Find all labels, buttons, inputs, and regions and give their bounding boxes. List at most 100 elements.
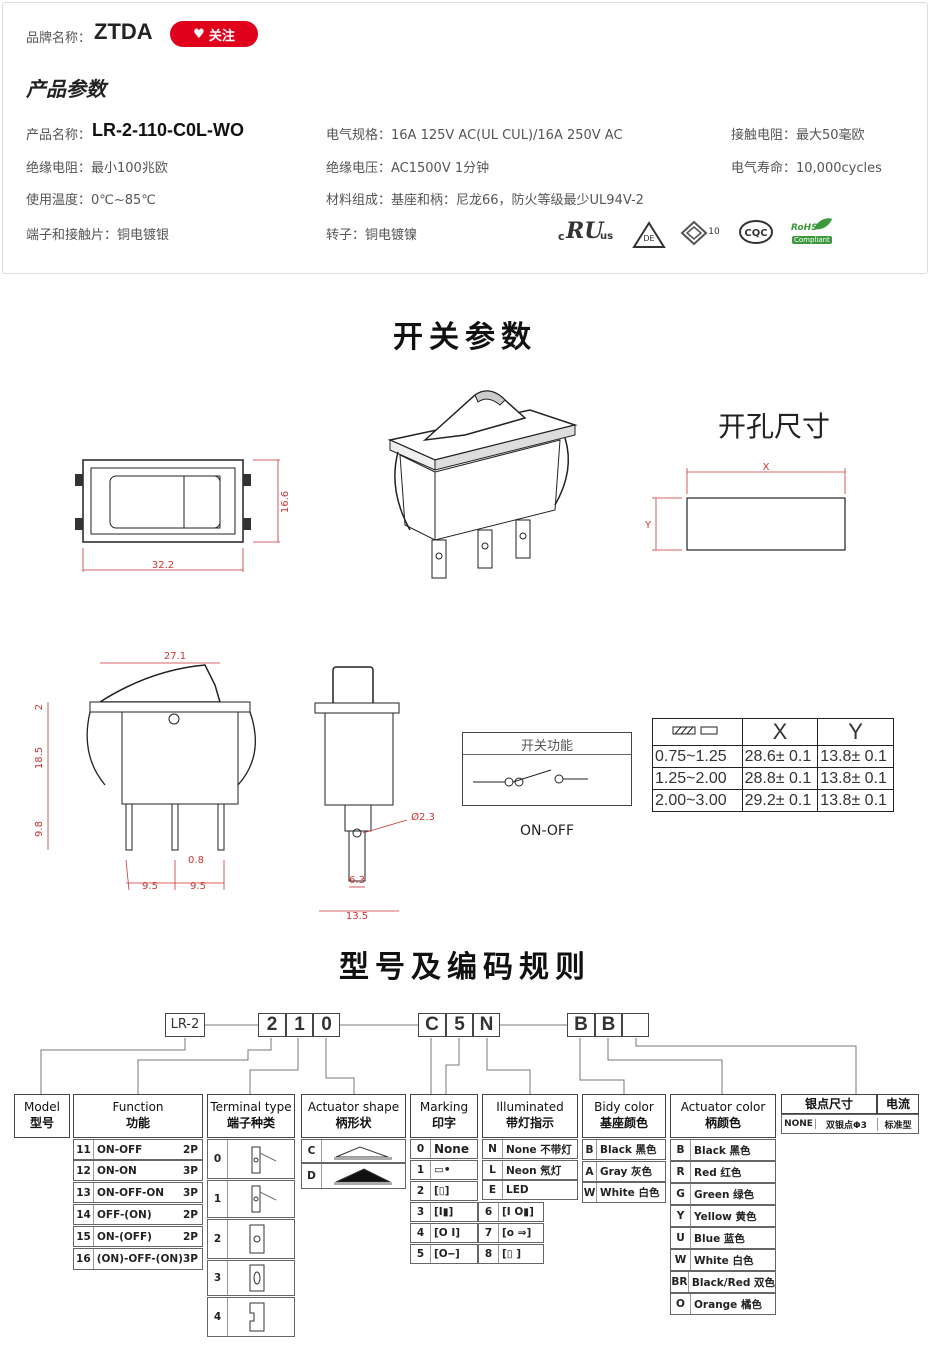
group-en: Function — [112, 1100, 164, 1114]
insul-res: 绝缘电阻：最小100兆欧 — [26, 161, 168, 176]
marking-bar-icon: [▯] — [434, 1185, 450, 1197]
group-cn: 基座颜色 — [599, 1116, 648, 1130]
terminal-row: 0 — [207, 1139, 295, 1179]
group-silver: 银点尺寸 — [781, 1094, 877, 1114]
group-cn: 型号 — [29, 1116, 54, 1130]
group-en: Bidy color — [594, 1100, 654, 1114]
dim-h2: 6.3 — [349, 875, 365, 886]
row-code: 16 — [74, 1249, 94, 1269]
coding-rules-title: 型号及编码规则 — [339, 950, 591, 985]
group-en: Model — [23, 1100, 61, 1114]
row-code: 6 — [479, 1203, 499, 1221]
ten-label: 10 — [708, 227, 720, 237]
enec-cert-icon: 10 — [680, 220, 720, 246]
marking-row: 5[O‒] — [410, 1244, 478, 1264]
row-code: Y — [671, 1206, 691, 1226]
xy-cell: 13.8± 0.1 — [817, 767, 894, 790]
panel-thickness-icon — [672, 726, 718, 734]
code-digit — [622, 1013, 649, 1037]
xy-cell: 13.8± 0.1 — [817, 789, 894, 812]
row-code: W — [671, 1250, 691, 1270]
xy-cell: 0.75~1.25 — [652, 745, 743, 768]
dim-width: 32.2 — [152, 560, 174, 571]
vde-cert-icon: DE — [632, 221, 666, 248]
dim-f: 9.5 — [190, 881, 206, 892]
terminal-material: 端子和接触片：铜电镀银 — [26, 228, 170, 243]
xy-cell: 28.6± 0.1 — [741, 745, 819, 768]
marking-row: 6[I O▮] — [478, 1202, 544, 1222]
brand-label: 品牌名称： — [26, 31, 92, 46]
code-digit: 0 — [313, 1013, 340, 1037]
row-code: 13 — [74, 1183, 94, 1202]
terminal-icon — [249, 1302, 265, 1332]
terminal-row: 3 — [207, 1260, 295, 1296]
marking-row: 3[I▮] — [410, 1202, 478, 1222]
ul-cert-icon: c RU us — [556, 218, 618, 246]
svg-text:DE: DE — [643, 234, 654, 243]
marking-o-dash-icon: [O‒] — [434, 1248, 460, 1260]
cutout-x-label: X — [763, 462, 770, 473]
row-text: ON-OFF-ON — [97, 1186, 165, 1199]
temp-range: 使用温度：0℃~85℃ — [26, 193, 156, 208]
code-digit: B — [567, 1013, 595, 1037]
marking-blank-icon: [▯ ] — [502, 1248, 522, 1260]
row-text: ON-OFF — [97, 1143, 143, 1156]
actuator-row: C — [301, 1139, 406, 1163]
row-text: OFF-(ON) — [97, 1208, 152, 1221]
xy-cell: 2.00~3.00 — [652, 789, 743, 812]
xy-row: 0.75~1.25 28.6± 0.1 13.8± 0.1 — [652, 745, 894, 768]
row-text: ON-ON — [97, 1164, 137, 1177]
row-code: 5 — [411, 1245, 431, 1263]
ul-us: us — [600, 231, 614, 242]
code-digit: 2 — [258, 1013, 286, 1037]
row-pins: 2P — [182, 1230, 198, 1243]
material: 材料组成：基座和柄：尼龙66，防火等级最少UL94V-2 — [326, 193, 644, 208]
dim-g: Ø2.3 — [411, 811, 435, 823]
row-text: (ON)-OFF-(ON) — [96, 1253, 183, 1265]
brand-name: ZTDA — [94, 19, 153, 44]
xy-header-x: X — [741, 718, 819, 746]
side-view-drawing: 27.1 2 18.5 9.8 0.8 9.5 9.5 — [34, 651, 256, 892]
terminal-icon — [249, 1264, 265, 1292]
row-code: B — [671, 1140, 691, 1160]
group-model: Model 型号 — [14, 1094, 70, 1138]
xy-cell: 13.8± 0.1 — [817, 745, 894, 768]
row-code: U — [671, 1228, 691, 1248]
row-code: E — [483, 1181, 503, 1199]
function-row: 16(ON)-OFF-(ON)3P — [73, 1248, 203, 1270]
row-code: D — [302, 1164, 322, 1188]
dim-d: 0.8 — [188, 855, 204, 866]
group-body-color: Bidy color 基座颜色 — [582, 1094, 666, 1138]
row-text: Orange 橘色 — [694, 1298, 762, 1311]
actuator-c-icon — [334, 1146, 392, 1160]
row-code: 0 — [208, 1140, 228, 1178]
marking-io-o-icon: [I O▮] — [502, 1206, 534, 1218]
row-text: ON-(OFF) — [97, 1230, 152, 1243]
terminal-icon — [251, 1185, 277, 1213]
group-cn: 功能 — [125, 1116, 150, 1130]
row-code: 0 — [411, 1140, 431, 1158]
row-pins: 3P — [182, 1186, 198, 1199]
marking-o-arrow-icon: [o ⇒] — [502, 1227, 532, 1239]
row-text: Red 红色 — [694, 1166, 742, 1179]
contact-res: 接触电阻：最大50毫欧 — [731, 128, 865, 143]
follow-button[interactable]: ♥关注 — [170, 21, 258, 47]
silver-none: NONE — [782, 1119, 816, 1129]
switch-params-title: 开关参数 — [393, 320, 537, 355]
row-code: 11 — [74, 1140, 94, 1159]
follow-label: 关注 — [208, 28, 235, 44]
marking-row: 2[▯] — [410, 1181, 478, 1201]
row-code: 3 — [208, 1261, 228, 1295]
row-code: B — [583, 1140, 597, 1159]
silver-std: 标准型 — [884, 1120, 912, 1131]
